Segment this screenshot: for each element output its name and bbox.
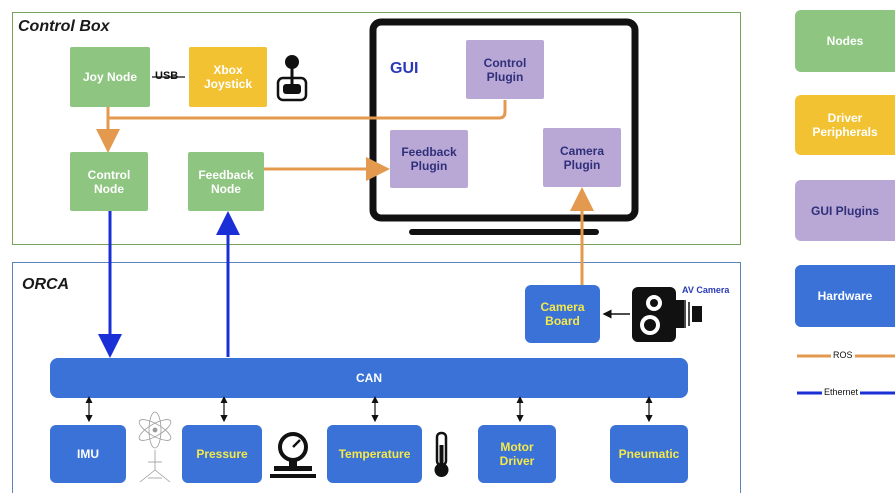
gui-label: GUI (390, 60, 419, 77)
orca-panel (12, 262, 741, 493)
legend-ethernet-label: Ethernet (822, 387, 861, 397)
pressure-box: Pressure (182, 425, 262, 483)
joy-node: Joy Node (70, 47, 150, 107)
feedback-plugin: Feedback Plugin (390, 130, 468, 188)
thermometer-icon (434, 431, 449, 477)
pressure-gauge-icon (270, 432, 316, 478)
motor-driver-box: Motor Driver (478, 425, 556, 483)
control-box-title: Control Box (18, 18, 110, 35)
camera-icon (632, 287, 702, 342)
imu-axes-icon (139, 450, 171, 483)
feedback-node: Feedback Node (188, 152, 264, 211)
av-camera-label: AV Camera (682, 285, 730, 295)
orca-title: ORCA (22, 276, 70, 293)
usb-label: USB (155, 70, 179, 82)
can-bus: CAN (50, 358, 688, 398)
legend-driver-peripherals: Driver Peripherals (795, 95, 895, 155)
joystick-icon (276, 55, 308, 102)
xbox-joystick: Xbox Joystick (189, 47, 267, 107)
camera-board: Camera Board (525, 285, 600, 343)
control-plugin: Control Plugin (466, 40, 544, 99)
imu-atom-icon (138, 411, 172, 449)
legend-nodes: Nodes (795, 10, 895, 72)
pneumatic-box: Pneumatic (610, 425, 688, 483)
control-box-panel (12, 12, 741, 245)
legend-gui-plugins: GUI Plugins (795, 180, 895, 241)
imu-box: IMU (50, 425, 126, 483)
legend-hardware: Hardware (795, 265, 895, 327)
ros-link-control (96, 100, 507, 153)
camera-plugin: Camera Plugin (543, 128, 621, 187)
legend-ros-label: ROS (831, 350, 855, 360)
control-node: Control Node (70, 152, 148, 211)
temperature-box: Temperature (327, 425, 422, 483)
